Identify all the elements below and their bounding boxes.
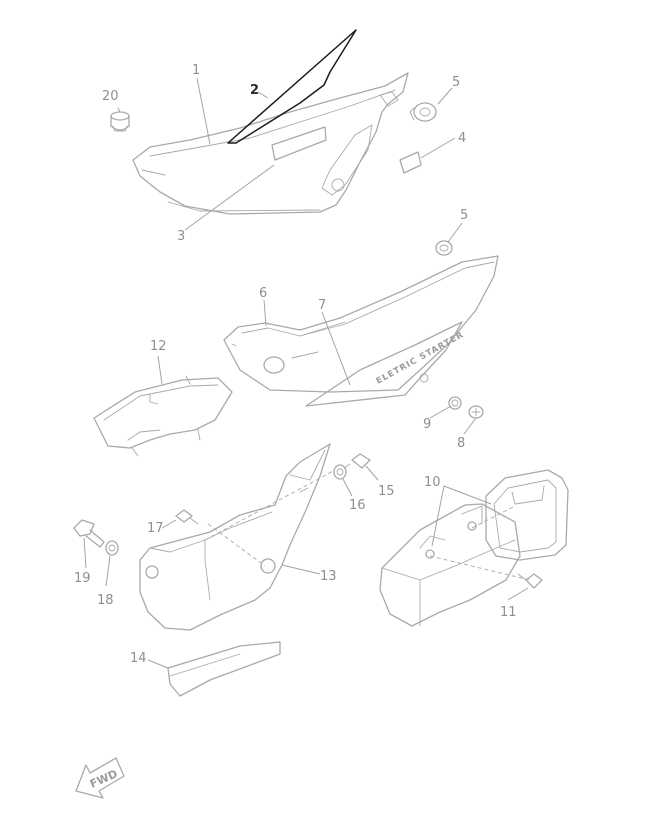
- fwd-label: FWD: [88, 767, 120, 791]
- damper-5-upper[interactable]: [409, 102, 437, 122]
- callout-9: 9: [423, 417, 431, 432]
- callout-3: 3: [177, 229, 185, 244]
- fwd-arrow-icon: FWD: [75, 757, 125, 799]
- tank-side-cover[interactable]: [223, 255, 499, 393]
- inner-tray[interactable]: [93, 375, 233, 457]
- grommet-20[interactable]: [110, 111, 130, 132]
- emblem-plate[interactable]: [271, 126, 327, 161]
- callout-14: 14: [130, 651, 147, 666]
- callout-10: 10: [424, 475, 441, 490]
- screw-17[interactable]: [175, 509, 199, 525]
- callout-5-upper: 5: [452, 75, 460, 90]
- callout-5-lower: 5: [460, 208, 468, 223]
- tank-decal[interactable]: ELETRIC STARTER: [305, 321, 466, 407]
- callout-6: 6: [259, 286, 267, 301]
- side-cover-left[interactable]: [132, 72, 409, 215]
- callout-16: 16: [349, 498, 366, 513]
- callout-19: 19: [74, 571, 91, 586]
- callout-8: 8: [457, 436, 465, 451]
- battery-cover-13[interactable]: [139, 443, 331, 631]
- stripe-decal-highlighted[interactable]: [227, 29, 357, 144]
- collar-16[interactable]: [333, 464, 347, 480]
- battery-box-10[interactable]: [379, 469, 569, 627]
- clip-4[interactable]: [399, 151, 422, 174]
- damper-5-lower[interactable]: [435, 240, 453, 256]
- callout-15: 15: [378, 484, 395, 499]
- callout-17: 17: [147, 521, 164, 536]
- callout-11: 11: [500, 605, 517, 620]
- collar-9[interactable]: [448, 396, 462, 410]
- screw-15[interactable]: [343, 453, 371, 469]
- bolt-19[interactable]: [73, 519, 105, 548]
- callout-13: 13: [320, 569, 337, 584]
- callout-2-highlighted: 2: [250, 83, 259, 98]
- callout-7: 7: [318, 298, 326, 313]
- callout-12: 12: [150, 339, 167, 354]
- callout-1: 1: [192, 63, 200, 78]
- bolt-11[interactable]: [517, 573, 543, 589]
- collar-18[interactable]: [105, 540, 119, 556]
- screw-8[interactable]: [468, 405, 484, 419]
- callout-20: 20: [102, 89, 119, 104]
- rubber-mat-14[interactable]: [167, 641, 281, 697]
- callout-4: 4: [458, 131, 466, 146]
- callout-18: 18: [97, 593, 114, 608]
